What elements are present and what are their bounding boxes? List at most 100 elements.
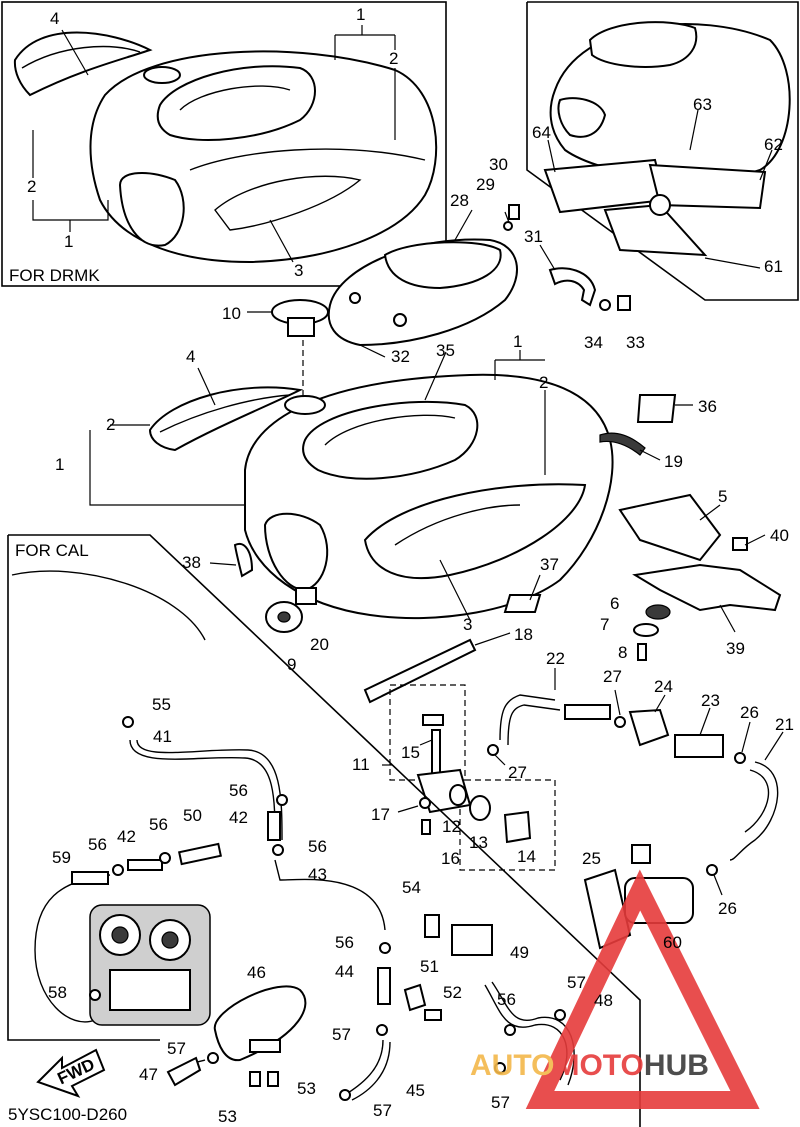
bolt-54: [424, 914, 440, 938]
callout-c58: 58: [48, 983, 67, 1002]
callout-c16: 16: [441, 849, 460, 868]
washer-34: [599, 299, 611, 311]
tank-stripe-line: [159, 394, 291, 433]
drmk-stripe-panel: [13, 31, 153, 97]
callout-c46: 46: [247, 963, 266, 982]
hose-59-seg: [71, 871, 109, 885]
callout-c38: 38: [182, 553, 201, 572]
petcock-clip: [422, 714, 444, 726]
carb-bore-1-inner: [111, 926, 129, 944]
fwd-arrow: [36, 1048, 106, 1098]
lead-32: [359, 344, 386, 358]
clip-56c: [272, 844, 284, 856]
pump-connector: [631, 844, 651, 864]
lead-26a: [741, 721, 751, 753]
pad-20: [295, 587, 317, 605]
trim-19: [599, 432, 646, 456]
callout-c24: 24: [654, 677, 673, 696]
lead-27a: [614, 689, 621, 716]
clamp-27a: [614, 716, 626, 728]
callout-c60: 60: [663, 933, 682, 952]
callout-c45: 45: [406, 1081, 425, 1100]
callout-c1a: 1: [356, 5, 365, 24]
callout-c31: 31: [524, 227, 543, 246]
callout-c2a: 2: [389, 49, 398, 68]
lead-5: [699, 504, 721, 521]
callout-c9: 9: [287, 655, 296, 674]
tank-stripe-panel: [148, 386, 304, 452]
drmk-knee-pad: [118, 172, 185, 247]
callout-c32: 32: [391, 347, 410, 366]
mount-bracket-39: [632, 563, 782, 612]
callout-c56c: 56: [308, 837, 327, 856]
drmk-emblem: [214, 175, 362, 231]
lead-17: [397, 805, 419, 813]
callout-c57c: 57: [332, 1025, 351, 1044]
callout-c47: 47: [139, 1065, 158, 1084]
carb-bore-2-inner: [161, 931, 179, 949]
callout-c2b: 2: [27, 177, 36, 196]
watermark-moto: MOTO: [554, 1049, 643, 1082]
washer-29: [503, 221, 513, 231]
watermark-triangle: [525, 869, 760, 1109]
callout-c39: 39: [726, 639, 745, 658]
callout-c52: 52: [443, 983, 462, 1002]
callout-c53a: 53: [218, 1107, 237, 1126]
inset-drmk-caption: FOR DRMK: [9, 266, 100, 285]
pad-64: [543, 158, 667, 214]
callout-c15: 15: [401, 743, 420, 762]
box-11b: [459, 779, 556, 871]
clip-56e: [379, 942, 391, 954]
fuel-filter-23: [674, 734, 724, 758]
hose-22: [499, 694, 556, 741]
callout-c3b: 3: [463, 615, 472, 634]
drmk-recess-detail: [179, 85, 291, 111]
callout-c49: 49: [510, 943, 529, 962]
callout-c14: 14: [517, 847, 536, 866]
callout-c23: 23: [701, 691, 720, 710]
bolt-30: [508, 204, 520, 220]
callout-c4a: 4: [50, 9, 59, 28]
joint-42a: [127, 859, 163, 871]
drmk-stripe-outline: [189, 148, 426, 171]
lead-61: [704, 257, 761, 269]
cal-tank-outline: [11, 570, 206, 641]
diagram-code: 5YSC100-D260: [8, 1105, 127, 1124]
lead-39: [719, 604, 736, 633]
callout-c57d: 57: [491, 1093, 510, 1112]
callout-c34: 34: [584, 333, 603, 352]
inset-pads: [526, 1, 799, 301]
fwd-indicator: FWD: [36, 1048, 106, 1098]
drmk-lead-4: [61, 29, 89, 76]
callout-c1d: 1: [55, 455, 64, 474]
joint-44: [377, 967, 391, 1005]
clamp-27b: [487, 744, 499, 756]
washer-7: [633, 623, 659, 637]
callout-c56b: 56: [149, 815, 168, 834]
carburetor-assembly: [89, 904, 211, 1026]
hose-43: [274, 859, 386, 931]
clip-56a: [276, 794, 288, 806]
hose-47-seg: [166, 1056, 202, 1087]
clip-57d: [494, 1062, 506, 1074]
callout-c54: 54: [402, 878, 421, 897]
lead-19: [639, 449, 661, 461]
lead-31: [539, 244, 556, 271]
callout-c27b: 27: [508, 763, 527, 782]
lead-1-main-left: [89, 430, 245, 506]
hose-45b: [351, 1041, 391, 1101]
clamp-26b: [706, 864, 718, 876]
box-11a: [389, 684, 466, 781]
damper-9-hole: [277, 611, 291, 623]
callout-c1b: 1: [64, 232, 73, 251]
drmk-stripe-line: [21, 45, 141, 69]
damper-6: [645, 604, 671, 620]
hose-38: [233, 542, 254, 578]
filter-cup-24: [628, 708, 670, 747]
callout-c44: 44: [335, 962, 354, 981]
pad-center: [649, 194, 671, 216]
inset-pads-frame: [526, 1, 799, 301]
lead-35: [424, 351, 447, 401]
hose-22b: [507, 704, 561, 746]
